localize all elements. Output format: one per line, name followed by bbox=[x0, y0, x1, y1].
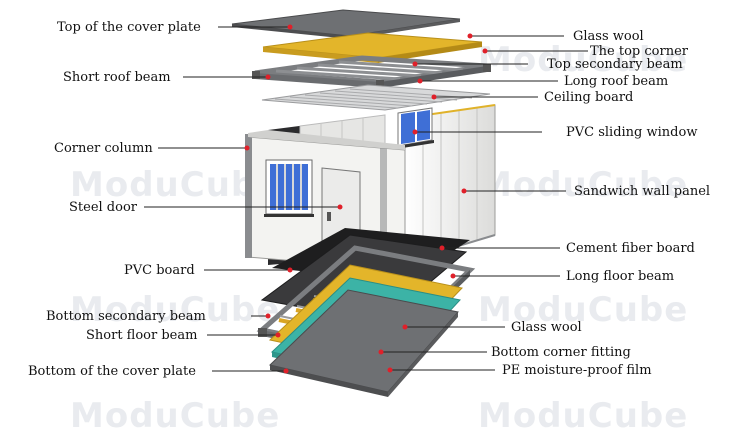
label-short-floor-beam: Short floor beam bbox=[86, 328, 198, 343]
wall-panel-seams bbox=[422, 108, 478, 257]
watermark: ModuCube bbox=[70, 165, 281, 205]
window-sill bbox=[396, 140, 434, 149]
label-short-roof-beam: Short roof beam bbox=[63, 70, 171, 85]
top-corner-fitting bbox=[252, 71, 260, 79]
label-ceiling-board: Ceiling board bbox=[544, 90, 634, 105]
top-frame-side bbox=[255, 73, 380, 88]
label-corner-column: Corner column bbox=[54, 141, 153, 156]
label-steel-door: Steel door bbox=[69, 200, 137, 215]
label-pvc-sliding-window: PVC sliding window bbox=[566, 125, 698, 140]
label-long-floor-beam: Long floor beam bbox=[566, 269, 675, 284]
label-bottom-cover-plate: Bottom of the cover plate bbox=[28, 364, 196, 379]
label-top-secondary-beam: Top secondary beam bbox=[547, 57, 683, 72]
glass-wool-top-edge bbox=[378, 42, 482, 63]
door-handle bbox=[327, 212, 331, 221]
label-long-roof-beam: Long roof beam bbox=[564, 74, 669, 89]
leader-lines-left bbox=[144, 26, 340, 372]
top-corner-fitting bbox=[376, 80, 384, 88]
window-glass bbox=[417, 110, 430, 141]
leader-dots-left bbox=[244, 24, 343, 374]
watermark: ModuCube bbox=[70, 290, 281, 330]
watermark: ModuCube bbox=[478, 40, 689, 80]
top-corner-fitting bbox=[483, 64, 491, 72]
top-secondary-beams bbox=[275, 60, 464, 81]
label-glass-wool-top: Glass wool bbox=[573, 29, 644, 44]
bottom-cover-plate-edge bbox=[270, 365, 388, 397]
label-top-cover-plate: Top of the cover plate bbox=[57, 20, 201, 35]
window-glass bbox=[401, 112, 415, 144]
top-cover-plate-shape bbox=[231, 9, 461, 37]
label-top-corner: The top corner bbox=[590, 44, 688, 59]
leader-dots-right bbox=[378, 33, 488, 373]
front-window-glass bbox=[270, 164, 308, 210]
label-glass-wool-bottom: Glass wool bbox=[511, 320, 582, 335]
label-pvc-board: PVC board bbox=[124, 263, 195, 278]
watermark: ModuCube bbox=[478, 165, 689, 205]
front-wall-top bbox=[248, 130, 405, 150]
label-cement-fiber-board: Cement fiber board bbox=[566, 241, 695, 256]
window-sill-front bbox=[264, 214, 314, 217]
label-bottom-secondary-beam: Bottom secondary beam bbox=[46, 309, 206, 324]
watermark: ModuCube bbox=[70, 396, 281, 431]
leader-lines-right bbox=[381, 35, 588, 371]
bottom-cover-plate-edge bbox=[388, 312, 458, 397]
watermark: ModuCube bbox=[478, 396, 689, 431]
top-cover-plate-edge bbox=[232, 24, 350, 39]
label-pe-film: PE moisture-proof film bbox=[502, 363, 652, 378]
label-bottom-corner-fitting: Bottom corner fitting bbox=[491, 345, 631, 360]
top-frame-side bbox=[380, 66, 487, 88]
label-sandwich-wall-panel: Sandwich wall panel bbox=[574, 184, 711, 199]
window-bars bbox=[276, 164, 302, 210]
watermark: ModuCube bbox=[478, 290, 689, 330]
corner-column-shape bbox=[245, 134, 252, 258]
bottom-corner-fitting-shape bbox=[258, 328, 267, 337]
